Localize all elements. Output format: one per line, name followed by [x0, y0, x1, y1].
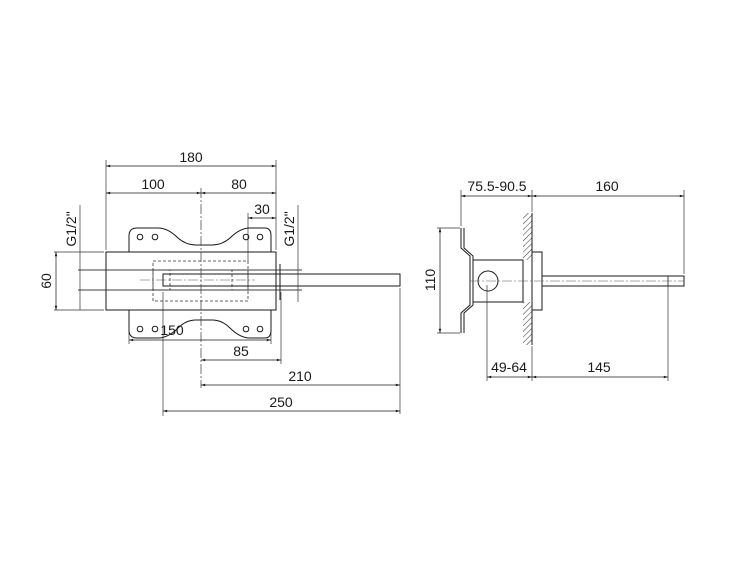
mounting-plate-profile: [460, 228, 474, 333]
front-view: 180 100 80 30 60 G1/2" G1/2" 150 85 210 …: [38, 149, 401, 416]
mounting-plate-top: [128, 227, 272, 252]
dim-wall-depth: 75.5-90.5: [467, 178, 526, 194]
side-view: 75.5-90.5 160 110 49-64 145: [422, 178, 685, 381]
extension-lines: [437, 190, 685, 381]
hidden-inlet-left: [152, 269, 171, 291]
wall-hatch-bottom: [523, 302, 532, 345]
wall-hatch-top: [523, 213, 532, 260]
dim-left-to-center: 100: [141, 176, 165, 192]
hidden-cartridge: [152, 260, 249, 302]
dim-projection: 160: [595, 178, 619, 194]
dim-total-length: 250: [269, 394, 293, 410]
dim-inlet-right: G1/2": [281, 211, 297, 246]
valve-body: [105, 251, 277, 311]
dim-plate-width: 150: [160, 322, 184, 338]
dim-center-to-spout-end: 210: [288, 368, 312, 384]
dim-spout-length: 145: [587, 359, 611, 375]
dim-overall-width: 180: [179, 149, 203, 165]
dim-plate-height: 110: [422, 269, 438, 292]
spout-pipe: [162, 273, 401, 287]
hidden-inlet-right: [231, 269, 249, 291]
dim-center-to-flange: 85: [233, 343, 249, 359]
dim-adjust-range: 49-64: [491, 359, 527, 375]
dim-height: 60: [38, 273, 54, 289]
dim-center-to-right: 80: [231, 176, 247, 192]
dim-inlet-left: G1/2": [63, 211, 79, 246]
mounting-holes: [136, 233, 264, 333]
mounting-plate-bottom: [128, 310, 272, 339]
dim-right-offset: 30: [254, 201, 270, 217]
